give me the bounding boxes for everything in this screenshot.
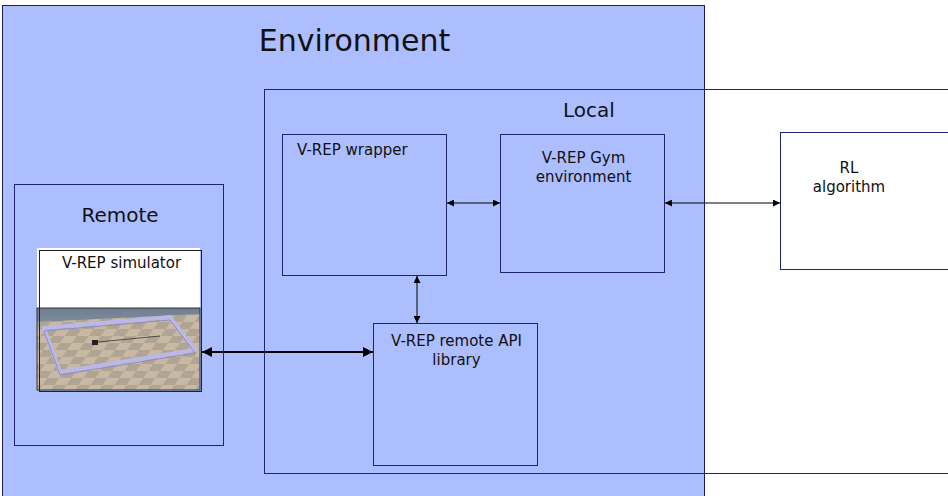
environment-region: V-REP simulatorRemoteV-REP wrapperV-REP … bbox=[2, 5, 705, 496]
simulator-fill bbox=[37, 248, 200, 308]
environment-fill bbox=[2, 5, 705, 496]
wrapper-box: V-REP wrapper bbox=[282, 134, 447, 276]
wall bbox=[44, 317, 195, 372]
local-region: V-REP wrapper V-REP Gym environmentV-REP … bbox=[264, 89, 948, 474]
simulator-box: V-REP simulator bbox=[39, 250, 202, 392]
arrow-connector bbox=[665, 203, 780, 204]
floor bbox=[37, 314, 200, 390]
node-label: Local bbox=[563, 98, 653, 123]
image-frame bbox=[37, 308, 200, 390]
node-label: Remote bbox=[15, 203, 225, 228]
remote-region: V-REP simulator Remote bbox=[14, 184, 224, 446]
sensor-ray bbox=[98, 336, 160, 342]
node-label: V-REP Gym environment bbox=[513, 149, 654, 187]
node-label: Environment bbox=[3, 22, 706, 60]
gym-env-box: V-REP Gym environment bbox=[500, 134, 665, 273]
arrow-connector bbox=[417, 276, 418, 323]
node-label: V-REP remote API library bbox=[389, 332, 524, 370]
arrow-connector bbox=[202, 351, 373, 353]
sky bbox=[37, 308, 200, 390]
node-label: RL algorithm bbox=[803, 159, 895, 197]
node-label: V-REP wrapper bbox=[297, 141, 442, 160]
robot bbox=[92, 340, 98, 345]
rl-algorithm-box: RL algorithm bbox=[780, 132, 948, 270]
wall-shadow bbox=[44, 320, 195, 375]
node-label: V-REP simulator bbox=[60, 254, 183, 273]
arrow-connector bbox=[447, 203, 500, 204]
api-library-box: V-REP remote API library bbox=[373, 323, 538, 466]
